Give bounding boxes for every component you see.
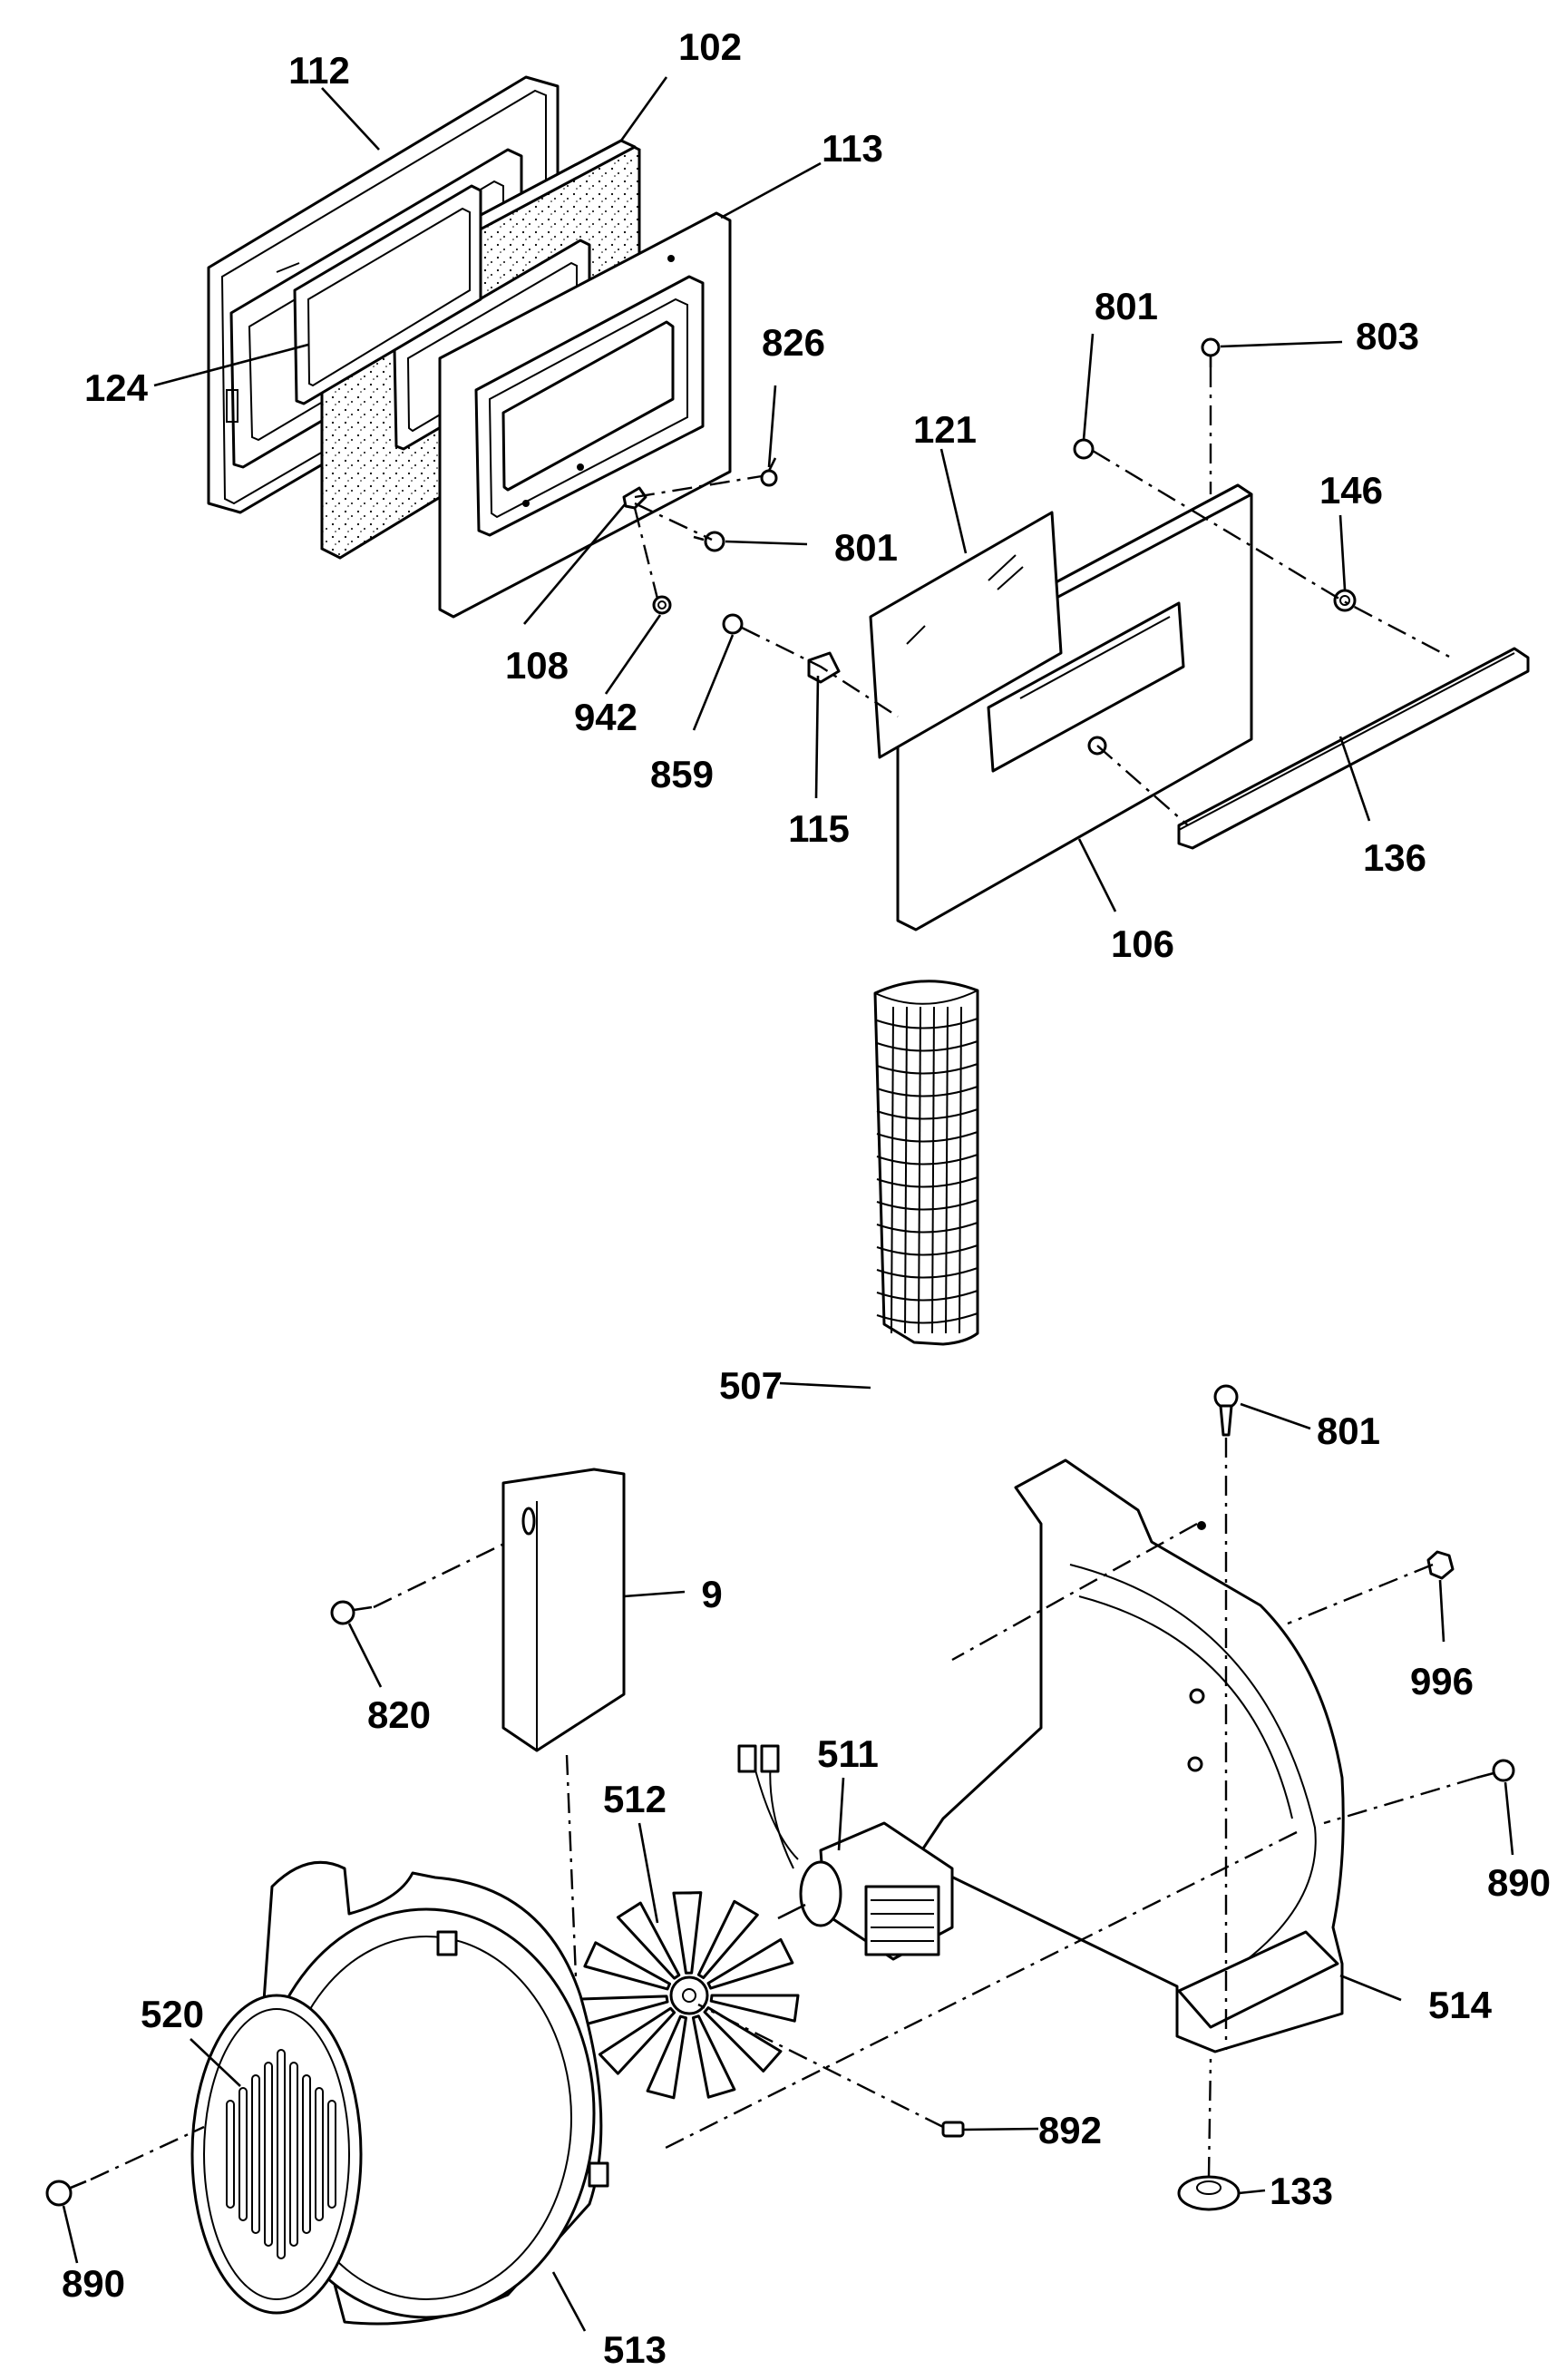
callout-801-b: 801 [1095,285,1158,327]
grille-part-520 [190,1994,363,2315]
callout-112: 112 [288,49,350,92]
callout-146: 146 [1319,469,1383,512]
grommet-part-146 [1333,589,1357,612]
screw-part-801-b [1073,438,1095,460]
callout-890-a: 890 [1487,1861,1551,1904]
callout-803: 803 [1356,315,1419,357]
callout-942: 942 [574,696,638,738]
motor-part-511 [737,1744,954,1961]
callout-801-c: 801 [1317,1409,1380,1452]
callout-826: 826 [762,321,825,364]
screw-part-820 [330,1600,373,1625]
screw-part-826 [760,457,778,487]
callout-890-b: 890 [62,2262,125,2305]
callout-133: 133 [1270,2170,1333,2212]
callout-106: 106 [1111,922,1174,965]
screw-part-803 [1201,337,1221,367]
inner-panel-part-113 [438,211,732,619]
spacer-part-892 [941,2121,965,2138]
blower-wheel-part-507 [873,980,979,1346]
callout-9: 9 [701,1573,722,1615]
screw-part-801-a [693,531,725,552]
callout-859: 859 [650,753,714,795]
impeller-part-512 [579,1891,800,2100]
trim-part-136 [1177,647,1530,850]
callout-511: 511 [817,1732,879,1775]
callout-513: 513 [603,2328,667,2371]
screw-part-801-c [1213,1384,1239,1437]
nut-part-942 [652,595,672,615]
bracket-part-9 [501,1468,626,1752]
callout-121: 121 [913,408,977,451]
callout-136: 136 [1363,836,1426,879]
screw-part-890-a [1475,1759,1515,1782]
screw-part-890-b [45,2180,87,2207]
screw-part-859 [722,613,744,635]
callout-102: 102 [678,25,742,68]
callout-124: 124 [84,366,149,409]
callout-892: 892 [1038,2109,1102,2151]
callout-115: 115 [788,807,850,850]
foot-part-133 [1177,2175,1241,2211]
callout-507: 507 [719,1364,783,1407]
rear-housing-part-514 [914,1458,1345,2053]
glass-part-121 [869,511,1063,759]
callout-520: 520 [141,1993,204,2035]
window-part-124 [293,184,482,405]
nut-part-996 [1426,1550,1455,1580]
callout-820: 820 [367,1693,431,1736]
callout-113: 113 [822,127,883,170]
leader-lines [62,76,1514,2332]
callout-801-a: 801 [834,526,898,569]
callout-996: 996 [1410,1660,1474,1702]
callout-labels: 112 102 113 124 826 801 801 803 121 146 … [62,25,1551,2371]
callout-512: 512 [603,1778,667,1820]
callout-108: 108 [505,644,569,687]
callout-514: 514 [1428,1984,1493,2026]
